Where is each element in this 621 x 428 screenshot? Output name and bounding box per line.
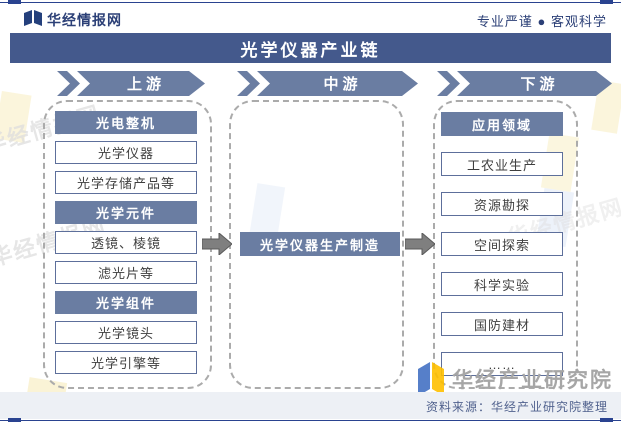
upstream-group-header: 光学元件 — [55, 201, 197, 224]
brand-logo-icon — [24, 10, 42, 26]
header-slogan: 专业严谨 ● 客观科学 — [476, 14, 607, 29]
brand-name: 华经情报网 — [47, 12, 122, 28]
bottom-rule-dash-left — [8, 418, 21, 422]
footer-band — [0, 392, 621, 419]
top-rule-dash-right — [600, 0, 613, 4]
banner-upstream: 上游 — [57, 71, 205, 96]
downstream-item: 资源勘探 — [441, 192, 563, 216]
bottom-rule — [0, 420, 621, 421]
downstream-item: 国防建材 — [441, 312, 563, 336]
midstream-process-box: 光学仪器生产制造 — [240, 232, 400, 256]
watermark-shape — [0, 90, 32, 144]
upstream-item: 光学引擎等 — [55, 351, 197, 374]
banner-midstream-label: 中游 — [323, 76, 362, 93]
downstream-header: 应用领域 — [441, 112, 563, 136]
diagram-title: 光学仪器产业链 — [240, 40, 381, 60]
downstream-item: 空间探索 — [441, 232, 563, 256]
right-arrow-icon — [404, 231, 436, 257]
upstream-group-header: 光学组件 — [55, 291, 197, 314]
bottom-rule-dash-right — [600, 418, 613, 422]
downstream-item: 科学实验 — [441, 272, 563, 296]
banner-midstream: 中游 — [237, 71, 418, 96]
upstream-group-header: 光电整机 — [55, 111, 197, 134]
downstream-list: 应用领域 工农业生产 资源勘探 空间探索 科学实验 国防建材 …… — [441, 112, 563, 376]
upstream-item: 透镜、棱镜 — [55, 231, 197, 254]
upstream-item: 光学镜头 — [55, 321, 197, 344]
downstream-item: 工农业生产 — [441, 152, 563, 176]
banner-upstream-label: 上游 — [126, 76, 165, 93]
upstream-list: 光电整机 光学仪器 光学存储产品等 光学元件 透镜、棱镜 滤光片等 光学组件 光… — [55, 111, 197, 374]
downstream-item: …… — [441, 352, 563, 376]
top-rule — [0, 2, 621, 3]
banner-downstream: 下游 — [437, 71, 612, 96]
upstream-item: 滤光片等 — [55, 261, 197, 284]
upstream-item: 光学存储产品等 — [55, 171, 197, 194]
top-rule-dash-left — [8, 0, 21, 4]
source-note: 资料来源：华经产业研究院整理 — [425, 400, 608, 414]
upstream-item: 光学仪器 — [55, 141, 197, 164]
right-arrow-icon — [201, 231, 233, 257]
diagram-title-bar: 光学仪器产业链 — [10, 33, 611, 63]
banner-downstream-label: 下游 — [520, 76, 559, 93]
